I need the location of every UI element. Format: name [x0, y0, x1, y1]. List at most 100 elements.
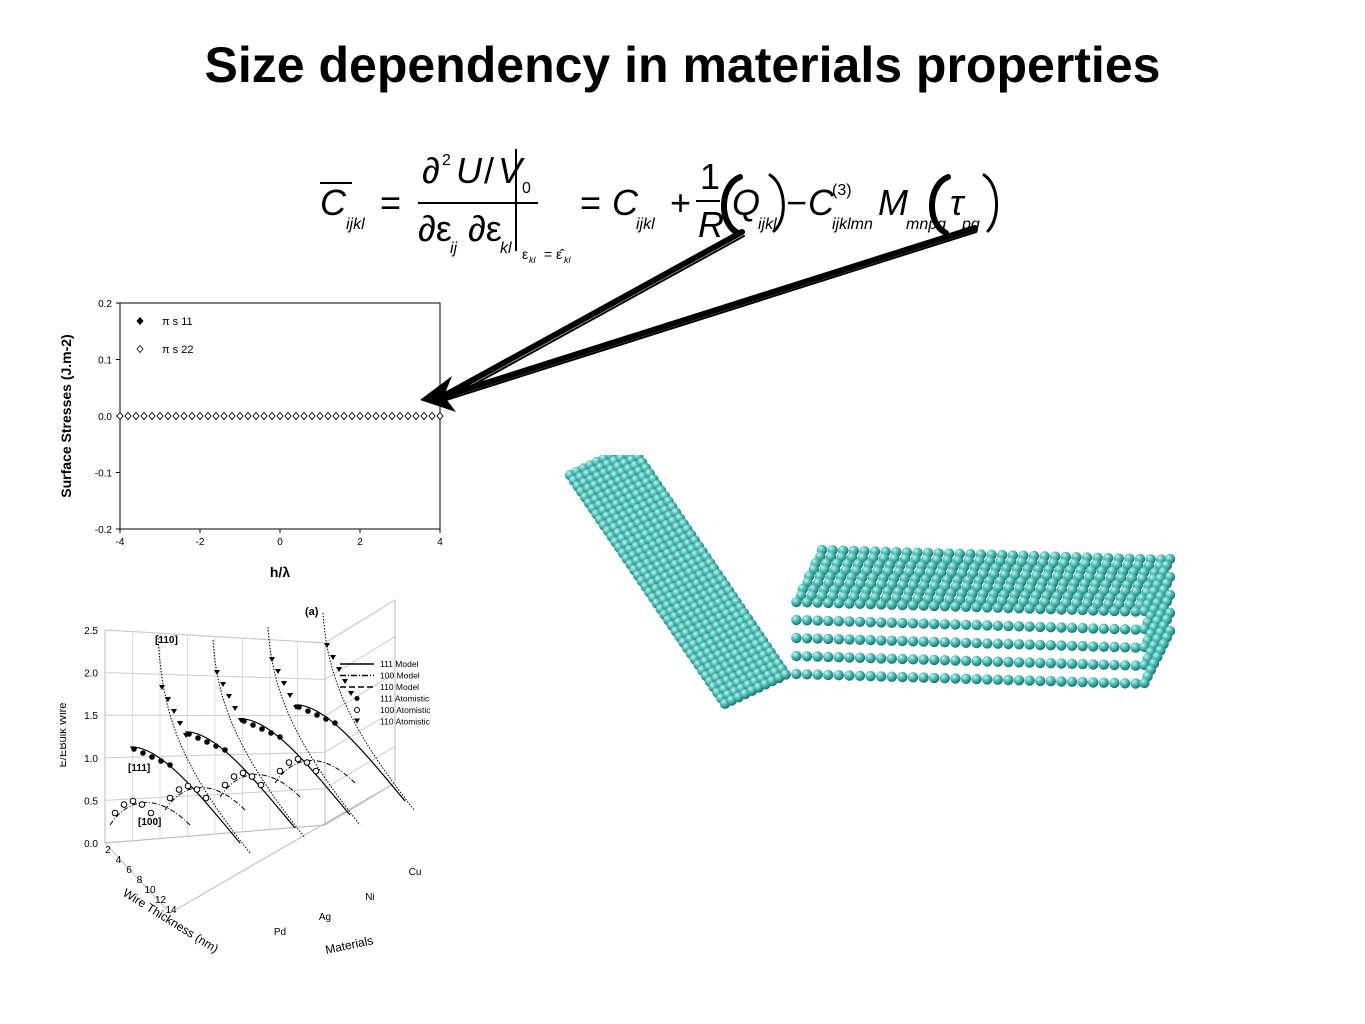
atom [939, 655, 950, 666]
constitutive-equation: C ijkl = ∂ 2 U / V 0 ∂ε ij ∂ε kl ε kl = … [320, 149, 999, 265]
atom [780, 669, 791, 680]
atom [1035, 657, 1046, 669]
atom [1045, 640, 1056, 651]
atom [1024, 603, 1035, 614]
atom [1098, 677, 1109, 688]
eq-lhs-sub: ijkl [346, 216, 365, 233]
legend-label: π s 22 [162, 344, 193, 356]
data-point [212, 411, 220, 421]
data-point [308, 411, 316, 421]
x-tick-label: 4 [437, 537, 443, 548]
series-111-point [140, 750, 146, 756]
data-point [116, 411, 124, 421]
eq-den-1: ∂ε [418, 208, 452, 249]
atom [854, 598, 866, 609]
legend-label: 111 Atomistic [380, 694, 430, 704]
x-tick-label: -4 [116, 537, 125, 548]
atom [1003, 620, 1014, 632]
legend-label: 110 Atomistic [380, 717, 431, 727]
atom [1035, 675, 1046, 687]
series-110-model [322, 612, 416, 812]
atom [897, 671, 908, 683]
series-110-point [281, 681, 287, 686]
atom [1098, 659, 1109, 670]
series-111-model [239, 718, 351, 816]
y-tick-label: -0.1 [95, 469, 113, 480]
series-111-point [149, 754, 155, 760]
eq-den-sub1: ij [450, 240, 458, 257]
y-axis-title: Surface Stresses (J.m-2) [58, 334, 74, 497]
atom [1003, 638, 1014, 650]
series-111-model [294, 704, 406, 802]
atom [801, 597, 813, 608]
series-111-point [296, 704, 302, 710]
eq-C3-sup: (3) [832, 182, 852, 199]
atom [833, 670, 844, 681]
series-100-point [147, 809, 155, 817]
y-tick-label: 0.5 [84, 796, 98, 807]
atom [950, 637, 961, 648]
series-110-point [275, 669, 281, 674]
atom [844, 670, 855, 681]
series-111-point [222, 747, 228, 753]
x-axis-title: h/λ [270, 564, 290, 580]
y-tick-label: 2.0 [84, 669, 98, 680]
series-100-point [257, 781, 265, 789]
data-point [380, 411, 388, 421]
atom [844, 598, 855, 609]
atom [791, 632, 802, 644]
atom [833, 616, 844, 627]
data-point [156, 411, 164, 421]
atom [918, 654, 929, 665]
legend-label: 100 Model [380, 671, 420, 681]
eq-minus: − [786, 182, 807, 223]
series-110-model [267, 626, 361, 826]
category-label: Ag [319, 912, 331, 923]
atom [801, 615, 813, 626]
atom [876, 635, 887, 646]
atom [854, 652, 866, 663]
atom [823, 651, 834, 663]
atom [865, 652, 876, 664]
data-point [340, 411, 348, 421]
atom [1088, 605, 1099, 616]
atom [854, 634, 866, 645]
data-point [364, 411, 372, 421]
grid-line [324, 709, 396, 753]
atom [812, 615, 823, 626]
series-100-point [120, 801, 128, 808]
atom [1109, 641, 1120, 653]
y-tick-label: 0.2 [98, 299, 112, 310]
series-110-point [348, 691, 354, 696]
atom [876, 653, 887, 664]
atom [865, 616, 876, 628]
series-110-model [212, 639, 306, 839]
thin-film-model [791, 544, 1176, 689]
series-111-point [186, 731, 192, 737]
atom [876, 599, 887, 610]
atom [1035, 639, 1046, 651]
series-111-point [213, 743, 219, 749]
series-110-point [330, 655, 336, 660]
depth-axis-title: Wire Thickness (nm) [120, 886, 221, 955]
atom [823, 669, 834, 681]
hand-circle-Q [721, 173, 785, 236]
atom [1119, 642, 1131, 653]
atom [929, 672, 940, 684]
data-point [196, 411, 204, 421]
series-111-point [259, 726, 265, 732]
atom [1077, 604, 1088, 616]
atom [1098, 623, 1109, 634]
atom [791, 668, 802, 680]
atom [865, 670, 876, 682]
legend-label: 110 Model [380, 682, 419, 692]
eq-eval-hat-sub: kl [564, 255, 572, 265]
atom [971, 655, 982, 667]
atom [1013, 603, 1025, 614]
atom [897, 617, 908, 629]
legend-marker [136, 344, 144, 354]
eq-C3: C [808, 182, 835, 223]
chart-panel-label: (a) [305, 606, 319, 618]
eq-lhs: C [320, 182, 347, 223]
